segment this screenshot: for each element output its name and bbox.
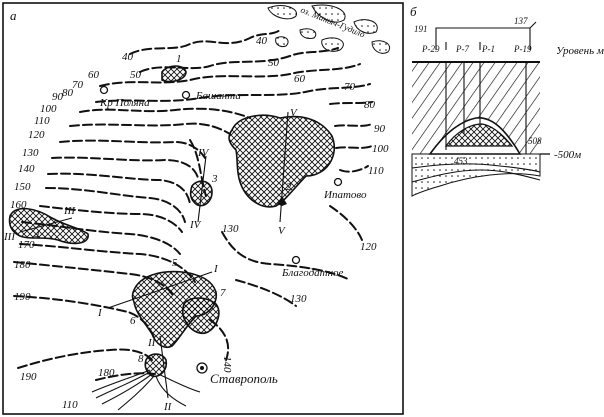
deposit-7 xyxy=(183,298,219,333)
deposit-number: 4 xyxy=(34,229,40,241)
ipatovo-label: Ипатово xyxy=(323,189,367,201)
isoline-label: 110 xyxy=(62,399,78,411)
isoline-label: 100 xyxy=(372,143,389,155)
sea-level-label: Уровень моря xyxy=(556,45,604,57)
depth-label: -500м xyxy=(554,149,581,161)
well-label: Р-7 xyxy=(455,44,469,54)
section-panel-label: б xyxy=(410,4,417,19)
deposit-number: 7 xyxy=(220,287,226,299)
isoline-label: 60 xyxy=(294,73,306,85)
isoline-label: 50 xyxy=(268,57,280,69)
profile-label: III xyxy=(3,231,16,243)
profile-label: III xyxy=(63,205,76,217)
stavropol-label: Ставрополь xyxy=(210,371,278,386)
profile-label: IV xyxy=(189,219,202,231)
isoline-label: 120 xyxy=(360,241,377,253)
deposit-number: 6 xyxy=(130,315,136,327)
isoline-label: 80 xyxy=(62,87,74,99)
blagodatnoe-marker xyxy=(293,257,300,264)
isoline-label: 110 xyxy=(368,165,384,177)
isoline-label: 140 xyxy=(18,163,35,175)
bashanta-label: Башанта xyxy=(195,90,241,102)
well-label: Р-19 xyxy=(513,44,532,54)
isoline-label: 110 xyxy=(34,115,50,127)
stavropol-marker-dot xyxy=(200,366,204,370)
isoline-label: 90 xyxy=(374,123,386,135)
isoline-label: 170 xyxy=(18,239,35,251)
depth-mark: 508 xyxy=(528,136,542,146)
isoline-label: 190 xyxy=(14,291,31,303)
profile-label: V xyxy=(278,225,286,237)
profile-label: I xyxy=(213,263,219,275)
section-panel: б 191 137 Р-29 Р-7 Р-1 Р-19 Уровень моря xyxy=(410,4,604,196)
ipatovo-marker xyxy=(335,179,342,186)
deposit-1 xyxy=(162,66,186,82)
map-panel: а оз. Маныч-Гудило xyxy=(3,3,403,414)
isoline-label: 190 xyxy=(20,371,37,383)
isoline-label: 70 xyxy=(72,79,84,91)
isoline-label: 130 xyxy=(222,223,239,235)
lake-manych: оз. Маныч-Гудило xyxy=(268,5,390,54)
profile-label: II xyxy=(147,337,157,349)
kr-polyana-marker xyxy=(101,87,108,94)
isoline-label: 120 xyxy=(28,129,45,141)
isoline-label: 130 xyxy=(290,293,307,305)
well-label: Р-1 xyxy=(481,44,495,54)
deposit-number: 1 xyxy=(176,53,182,65)
deposit-number: 2 xyxy=(286,181,292,193)
bashanta-marker xyxy=(183,92,190,99)
deposit-number: 8 xyxy=(138,353,144,365)
isoline-label: 100 xyxy=(40,103,57,115)
profile-label: II xyxy=(163,401,173,413)
well-label: Р-29 xyxy=(421,44,440,54)
depth-mark: 453 xyxy=(454,156,468,166)
profile-label: IV xyxy=(197,147,210,159)
deposit-number: 3 xyxy=(211,173,218,185)
kr-polyana-label: Кр Поляна xyxy=(99,97,150,109)
isoline-label: 60 xyxy=(88,69,100,81)
deposit-number: 5 xyxy=(172,257,178,269)
map-panel-label: а xyxy=(10,8,17,23)
isoline-label: 180 xyxy=(14,259,31,271)
top-value: 137 xyxy=(514,16,528,26)
isoline-label: 180 xyxy=(98,367,115,379)
isoline-label: 150 xyxy=(14,181,31,193)
top-value: 191 xyxy=(414,24,428,34)
profile-label: I xyxy=(97,307,103,319)
blagodatnoe-label: Благодатное xyxy=(281,267,344,279)
isoline-label: 80 xyxy=(364,99,376,111)
isoline-label: 50 xyxy=(130,69,142,81)
isoline-label: 40 xyxy=(122,51,134,63)
isoline-label: 70 xyxy=(344,81,356,93)
isoline-label: 40 xyxy=(256,35,268,47)
isoline-label: 130 xyxy=(22,147,39,159)
